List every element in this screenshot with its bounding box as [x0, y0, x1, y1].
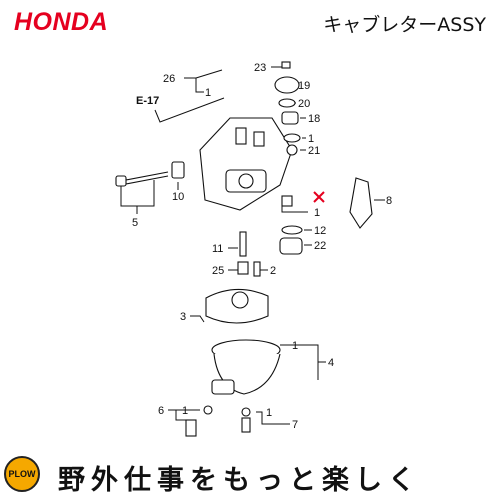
callout-1: 1	[205, 87, 211, 99]
callout-18: 18	[308, 113, 320, 125]
callout-23: 23	[254, 62, 266, 74]
callout-12: 12	[314, 225, 326, 237]
callout-7: 7	[292, 419, 298, 431]
callout-2: 2	[270, 265, 276, 277]
exploded-parts-diagram: E-17 26 1 23 19 20 18 1 21 10 5 8 1 12 2…	[115, 61, 392, 437]
callout-19: 19	[298, 80, 310, 92]
callout-20: 20	[298, 98, 310, 110]
callout-11: 11	[212, 243, 223, 255]
callout-1: 1	[314, 207, 320, 219]
callout-4: 4	[328, 357, 334, 369]
callout-1: 1	[292, 340, 298, 352]
not-supplied-mark	[313, 191, 325, 203]
callout-8: 8	[386, 195, 392, 207]
footer-banner: PLOW 野外仕事をもっと楽しく	[0, 452, 500, 500]
callout-21: 21	[308, 145, 320, 157]
reference-label: E-17	[136, 95, 159, 107]
callout-25: 25	[212, 265, 224, 277]
callout-5: 5	[132, 217, 138, 229]
callout-3: 3	[180, 311, 186, 323]
callout-22: 22	[314, 240, 326, 252]
callout-1: 1	[308, 133, 314, 145]
plow-logo: PLOW	[4, 456, 40, 492]
callout-26: 26	[163, 73, 175, 85]
callout-10: 10	[172, 191, 184, 203]
brand-logo: HONDA	[14, 8, 109, 36]
callout-1: 1	[266, 407, 272, 419]
slogan: 野外仕事をもっと楽しく	[58, 465, 421, 496]
page-title: キャブレターASSY	[323, 14, 486, 36]
callout-1: 1	[182, 405, 188, 417]
callout-6: 6	[158, 405, 164, 417]
